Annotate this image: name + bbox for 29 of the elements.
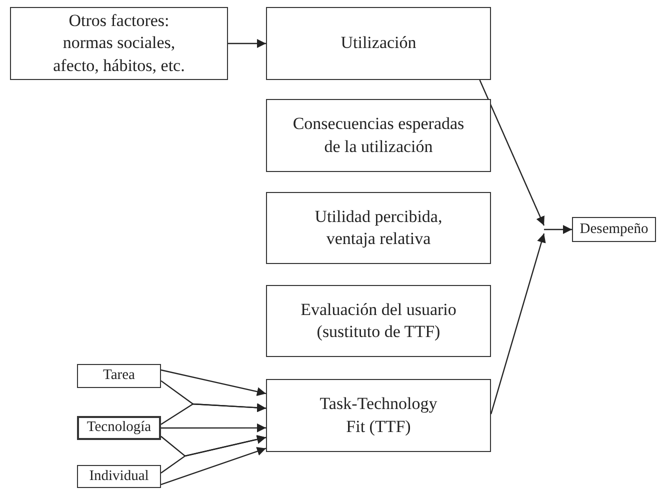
node-label: Task-Technology Fit (TTF) xyxy=(318,393,438,438)
node-label: Desempeño xyxy=(580,222,648,238)
node-label: Utilidad percibida, ventaja relativa xyxy=(314,206,444,250)
node-label: Individual xyxy=(89,468,149,484)
box xyxy=(77,465,161,488)
node-label: Utilización xyxy=(340,32,416,54)
box xyxy=(266,99,491,172)
box xyxy=(266,7,491,80)
arrow xyxy=(160,369,266,396)
arrow xyxy=(490,233,546,414)
box xyxy=(266,379,491,452)
node-label: Consecuencias esperadas de la utilización xyxy=(292,113,466,158)
box xyxy=(266,192,491,264)
node-label: Otros factores: normas sociales, afecto, hábitos, etc. xyxy=(52,10,186,77)
arrow xyxy=(544,225,572,234)
node-label: Tarea xyxy=(103,368,135,384)
arrow xyxy=(160,435,266,474)
arrow xyxy=(161,423,266,432)
node-label: Evaluación del usuario (sustituto de TTF) xyxy=(300,298,458,343)
box xyxy=(77,364,161,388)
arrow xyxy=(160,403,266,425)
arrow xyxy=(228,39,266,48)
box xyxy=(10,7,228,80)
box xyxy=(77,416,161,440)
arrow xyxy=(479,80,545,226)
box xyxy=(266,285,491,357)
box xyxy=(572,217,656,242)
node-label: Tecnología xyxy=(86,420,152,436)
arrow xyxy=(160,447,266,486)
